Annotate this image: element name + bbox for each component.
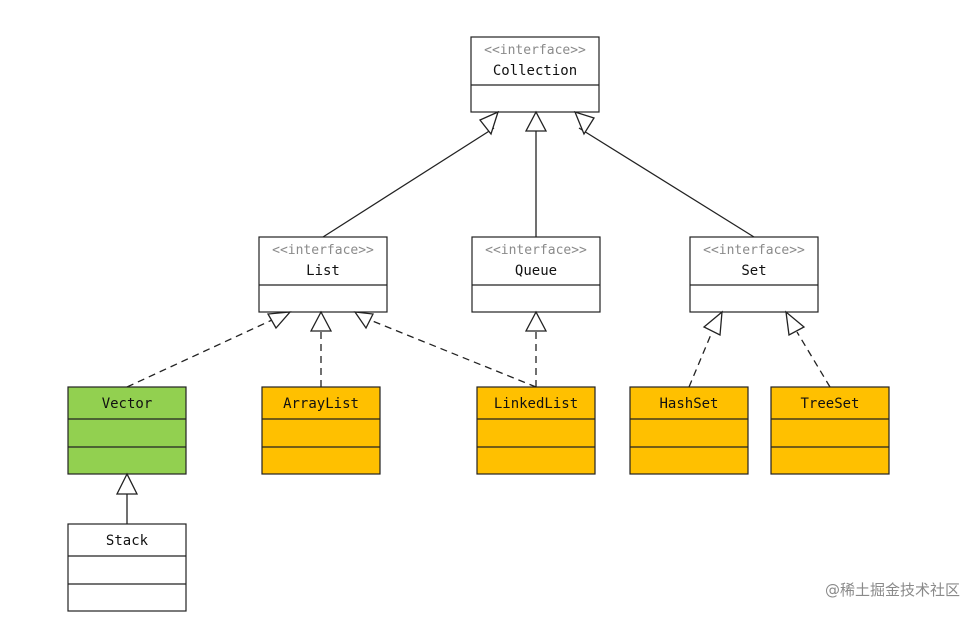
arrowhead-set-right [785, 310, 806, 337]
stack-name: Stack [106, 533, 149, 549]
list-interface-box: <<interface>> List [258, 236, 388, 313]
set-name: Set [741, 263, 766, 279]
edge-set-collection [578, 127, 755, 238]
arraylist-class-box: ArrayList [261, 386, 381, 475]
linkedlist-name: LinkedList [494, 396, 578, 412]
collection-name: Collection [493, 63, 577, 79]
vector-class-box: Vector [67, 386, 187, 475]
linkedlist-class-box: LinkedList [476, 386, 596, 475]
collection-interface-box: <<interface>> Collection [470, 36, 600, 113]
arrowheads [115, 110, 806, 495]
list-name: List [306, 263, 340, 279]
connectors [126, 127, 831, 524]
edge-list-collection [322, 127, 495, 238]
vector-name: Vector [102, 396, 153, 412]
edge-vector-list [126, 319, 273, 388]
arraylist-name: ArrayList [283, 396, 359, 412]
set-stereotype: <<interface>> [703, 243, 805, 258]
arrowhead-collection-right [573, 110, 595, 136]
list-stereotype: <<interface>> [272, 243, 374, 258]
watermark-text: @稀土掘金技术社区 [824, 581, 960, 599]
arrowhead-collection-center [524, 110, 548, 132]
arrowhead-set-left [702, 310, 723, 337]
edge-treeset-set [796, 331, 831, 388]
set-interface-box: <<interface>> Set [689, 236, 819, 313]
treeset-name: TreeSet [800, 396, 859, 412]
queue-interface-box: <<interface>> Queue [471, 236, 601, 313]
arrowhead-list-right [353, 311, 374, 330]
edge-linkedlist-list [369, 319, 537, 388]
treeset-class-box: TreeSet [770, 386, 890, 475]
arrowhead-collection-left [478, 110, 500, 136]
arrowhead-list-center [309, 310, 333, 332]
queue-stereotype: <<interface>> [485, 243, 587, 258]
edge-hashset-set [688, 331, 713, 388]
hashset-class-box: HashSet [629, 386, 749, 475]
hashset-name: HashSet [659, 396, 718, 412]
stack-class-box: Stack [67, 523, 187, 612]
arrowhead-vector [115, 472, 139, 495]
collection-stereotype: <<interface>> [484, 43, 586, 58]
arrowhead-list-left [266, 311, 292, 330]
queue-name: Queue [515, 263, 557, 279]
arrowhead-queue [524, 310, 548, 332]
